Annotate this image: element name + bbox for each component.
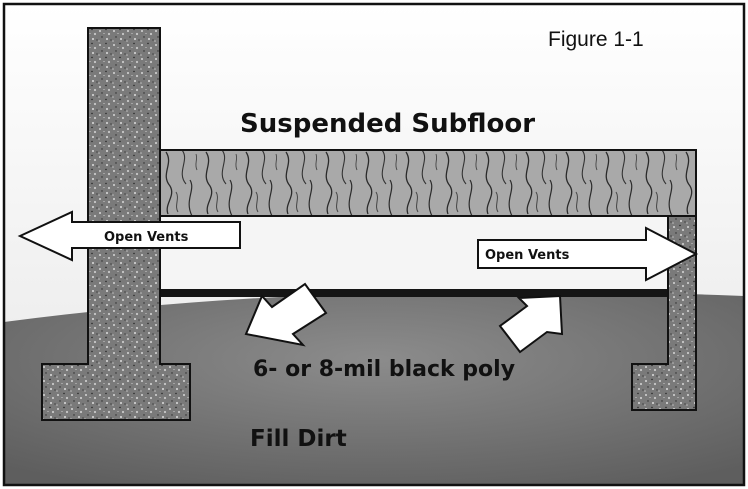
poly-arrow-right bbox=[498, 294, 564, 354]
figure-number-label: Figure 1-1 bbox=[548, 28, 644, 51]
poly-arrow-left bbox=[244, 282, 328, 347]
subfloor-beam bbox=[159, 149, 697, 217]
title-label: Suspended Subfloor bbox=[240, 109, 535, 139]
black-poly-barrier bbox=[160, 289, 668, 297]
fill-dirt-label: Fill Dirt bbox=[250, 426, 347, 452]
left-vents-label: Open Vents bbox=[104, 230, 189, 245]
poly-label: 6- or 8-mil black poly bbox=[253, 357, 515, 382]
left-vent-arrow bbox=[17, 210, 241, 262]
right-vents-label: Open Vents bbox=[485, 248, 570, 263]
fill-dirt-ground bbox=[4, 291, 744, 485]
right-vent-arrow bbox=[477, 226, 699, 282]
right-foundation-wall bbox=[631, 215, 697, 411]
